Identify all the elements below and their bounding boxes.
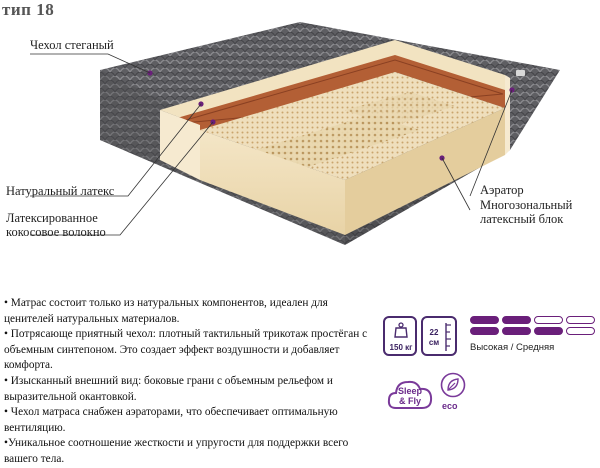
feature-item: • Потрясающе приятный чехол: плотный так…	[4, 328, 368, 372]
feature-item: • Изысканный внешний вид: боковые грани …	[4, 374, 333, 403]
feature-item: • Чехол матраса снабжен аэраторами, что …	[4, 406, 338, 434]
label-cover: Чехол стеганый	[30, 38, 114, 52]
fly-text: & Fly	[399, 396, 422, 406]
firmness-bar	[502, 316, 531, 324]
layers-cutaway	[160, 40, 510, 235]
firmness-bar	[534, 316, 563, 324]
firmness-label: Высокая / Средняя	[470, 342, 555, 353]
firmness-bar	[470, 327, 499, 335]
firmness-bar	[566, 316, 595, 324]
firmness-bar	[502, 327, 531, 335]
height-spec: 22 см	[421, 316, 457, 356]
firmness-bar	[566, 327, 595, 335]
height-ruler-icon	[445, 323, 451, 351]
firmness-bar	[470, 316, 499, 324]
eco-text: eco	[442, 401, 458, 411]
leaf-icon	[440, 372, 466, 398]
label-block-2: латексный блок	[480, 212, 564, 226]
feature-item: • Матрас состоит только из натуральных к…	[4, 297, 328, 325]
eco-badge: eco	[438, 372, 468, 416]
height-value: 22 см	[428, 328, 440, 347]
label-coir-1: Латексированное	[6, 211, 98, 225]
firmness-bar	[534, 327, 563, 335]
page-title: тип 18	[2, 0, 55, 19]
weight-icon	[394, 322, 408, 338]
label-latex: Натуральный латекс	[6, 184, 115, 198]
firmness-indicator: Высокая / Средняя	[470, 316, 600, 356]
label-block-1: Многозональный	[480, 198, 573, 212]
sleep-fly-badge: Sleep & Fly	[386, 374, 434, 414]
label-coir-2: кокосовое волокно	[6, 225, 106, 239]
feature-list: • Матрас состоит только из натуральных к…	[4, 296, 376, 468]
weight-value: 150 кг	[389, 343, 413, 352]
label-aerator: Аэратор	[480, 183, 524, 197]
cloud-icon	[387, 380, 433, 409]
sleep-text: Sleep	[398, 386, 423, 396]
aerator-icon	[516, 70, 525, 76]
weight-spec: 150 кг	[383, 316, 417, 356]
mattress-illustration	[30, 22, 560, 245]
